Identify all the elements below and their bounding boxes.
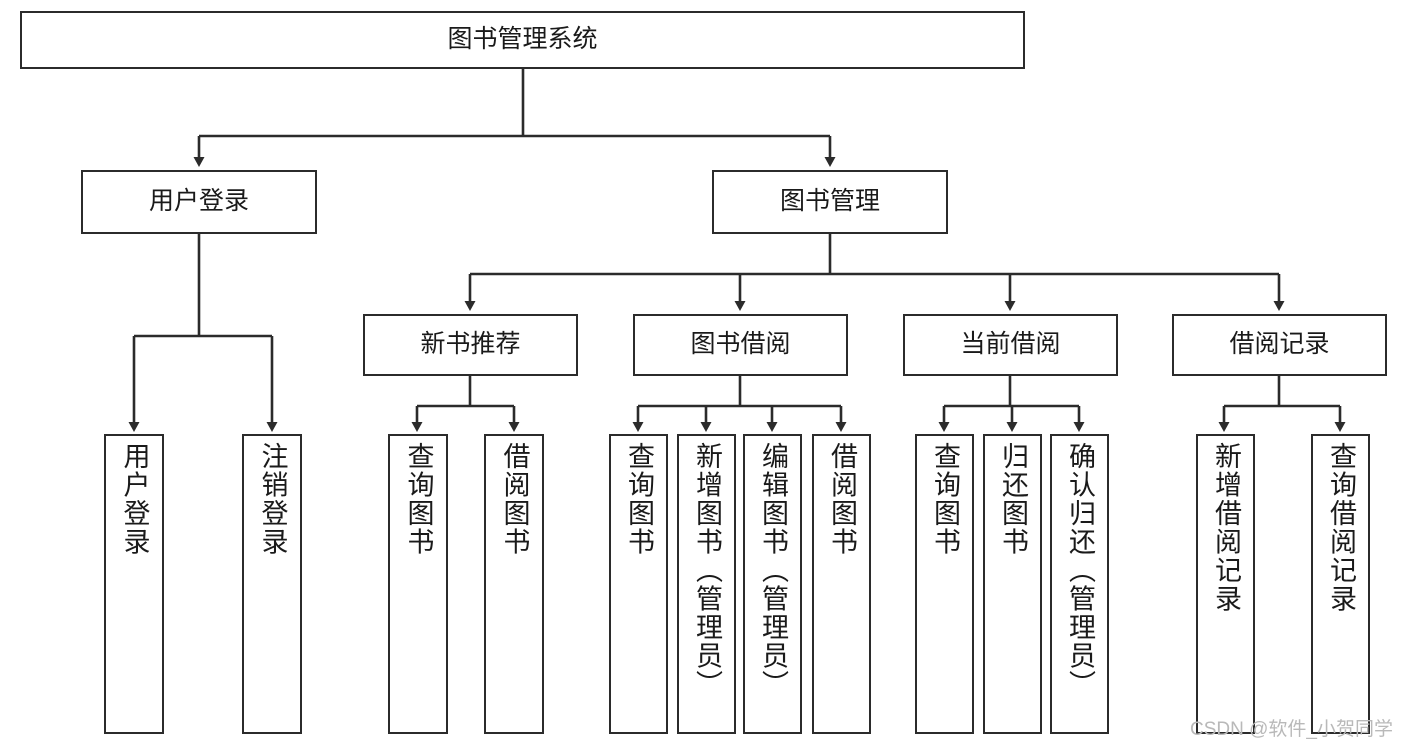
node-label: 图书管理系统 [447,25,598,54]
node-label: 借阅记录 [1229,330,1330,359]
leaf-borrow-borrow-book[interactable]: 借阅图书 [812,434,871,734]
node-label: 确认归还（管理员） [1065,442,1095,699]
node-label: 查询图书 [403,442,434,556]
node-label: 借阅图书 [827,442,857,556]
leaf-user-login-login[interactable]: 用户登录 [104,434,164,734]
node-label: 归还图书 [998,442,1028,556]
node-current-borrow[interactable]: 当前借阅 [903,314,1118,376]
leaf-borrow-add-book-admin[interactable]: 新增图书（管理员） [677,434,736,734]
node-label: 新增图书（管理员） [692,442,722,699]
leaf-current-query-book[interactable]: 查询图书 [915,434,974,734]
node-label: 图书借阅 [690,330,791,359]
node-label: 编辑图书（管理员） [758,442,788,699]
csdn-watermark: CSDN @软件_小贺同学 [1190,719,1393,740]
leaf-record-add-record[interactable]: 新增借阅记录 [1196,434,1255,734]
node-new-book-recommend[interactable]: 新书推荐 [363,314,578,376]
leaf-current-return-book[interactable]: 归还图书 [983,434,1042,734]
node-label: 新增借阅记录 [1211,442,1241,613]
node-label: 当前借阅 [960,330,1061,359]
node-label: 注销登录 [257,442,288,556]
leaf-current-confirm-return-admin[interactable]: 确认归还（管理员） [1050,434,1109,734]
leaf-borrow-query-book[interactable]: 查询图书 [609,434,668,734]
leaf-recommend-borrow-book[interactable]: 借阅图书 [484,434,544,734]
node-user-login[interactable]: 用户登录 [81,170,317,234]
node-label: 查询借阅记录 [1326,442,1356,613]
node-label: 查询图书 [930,442,960,556]
node-label: 查询图书 [624,442,654,556]
leaf-user-login-logout[interactable]: 注销登录 [242,434,302,734]
node-label: 用户登录 [148,187,249,216]
leaf-recommend-query-book[interactable]: 查询图书 [388,434,448,734]
leaf-record-query-record[interactable]: 查询借阅记录 [1311,434,1370,734]
node-label: 用户登录 [119,442,150,556]
node-book-borrow[interactable]: 图书借阅 [633,314,848,376]
node-label: 图书管理 [779,187,880,216]
node-borrow-record[interactable]: 借阅记录 [1172,314,1387,376]
leaf-borrow-edit-book-admin[interactable]: 编辑图书（管理员） [743,434,802,734]
node-root-system[interactable]: 图书管理系统 [20,11,1025,69]
node-label: 新书推荐 [420,330,521,359]
node-book-management[interactable]: 图书管理 [712,170,948,234]
node-label: 借阅图书 [499,442,530,556]
